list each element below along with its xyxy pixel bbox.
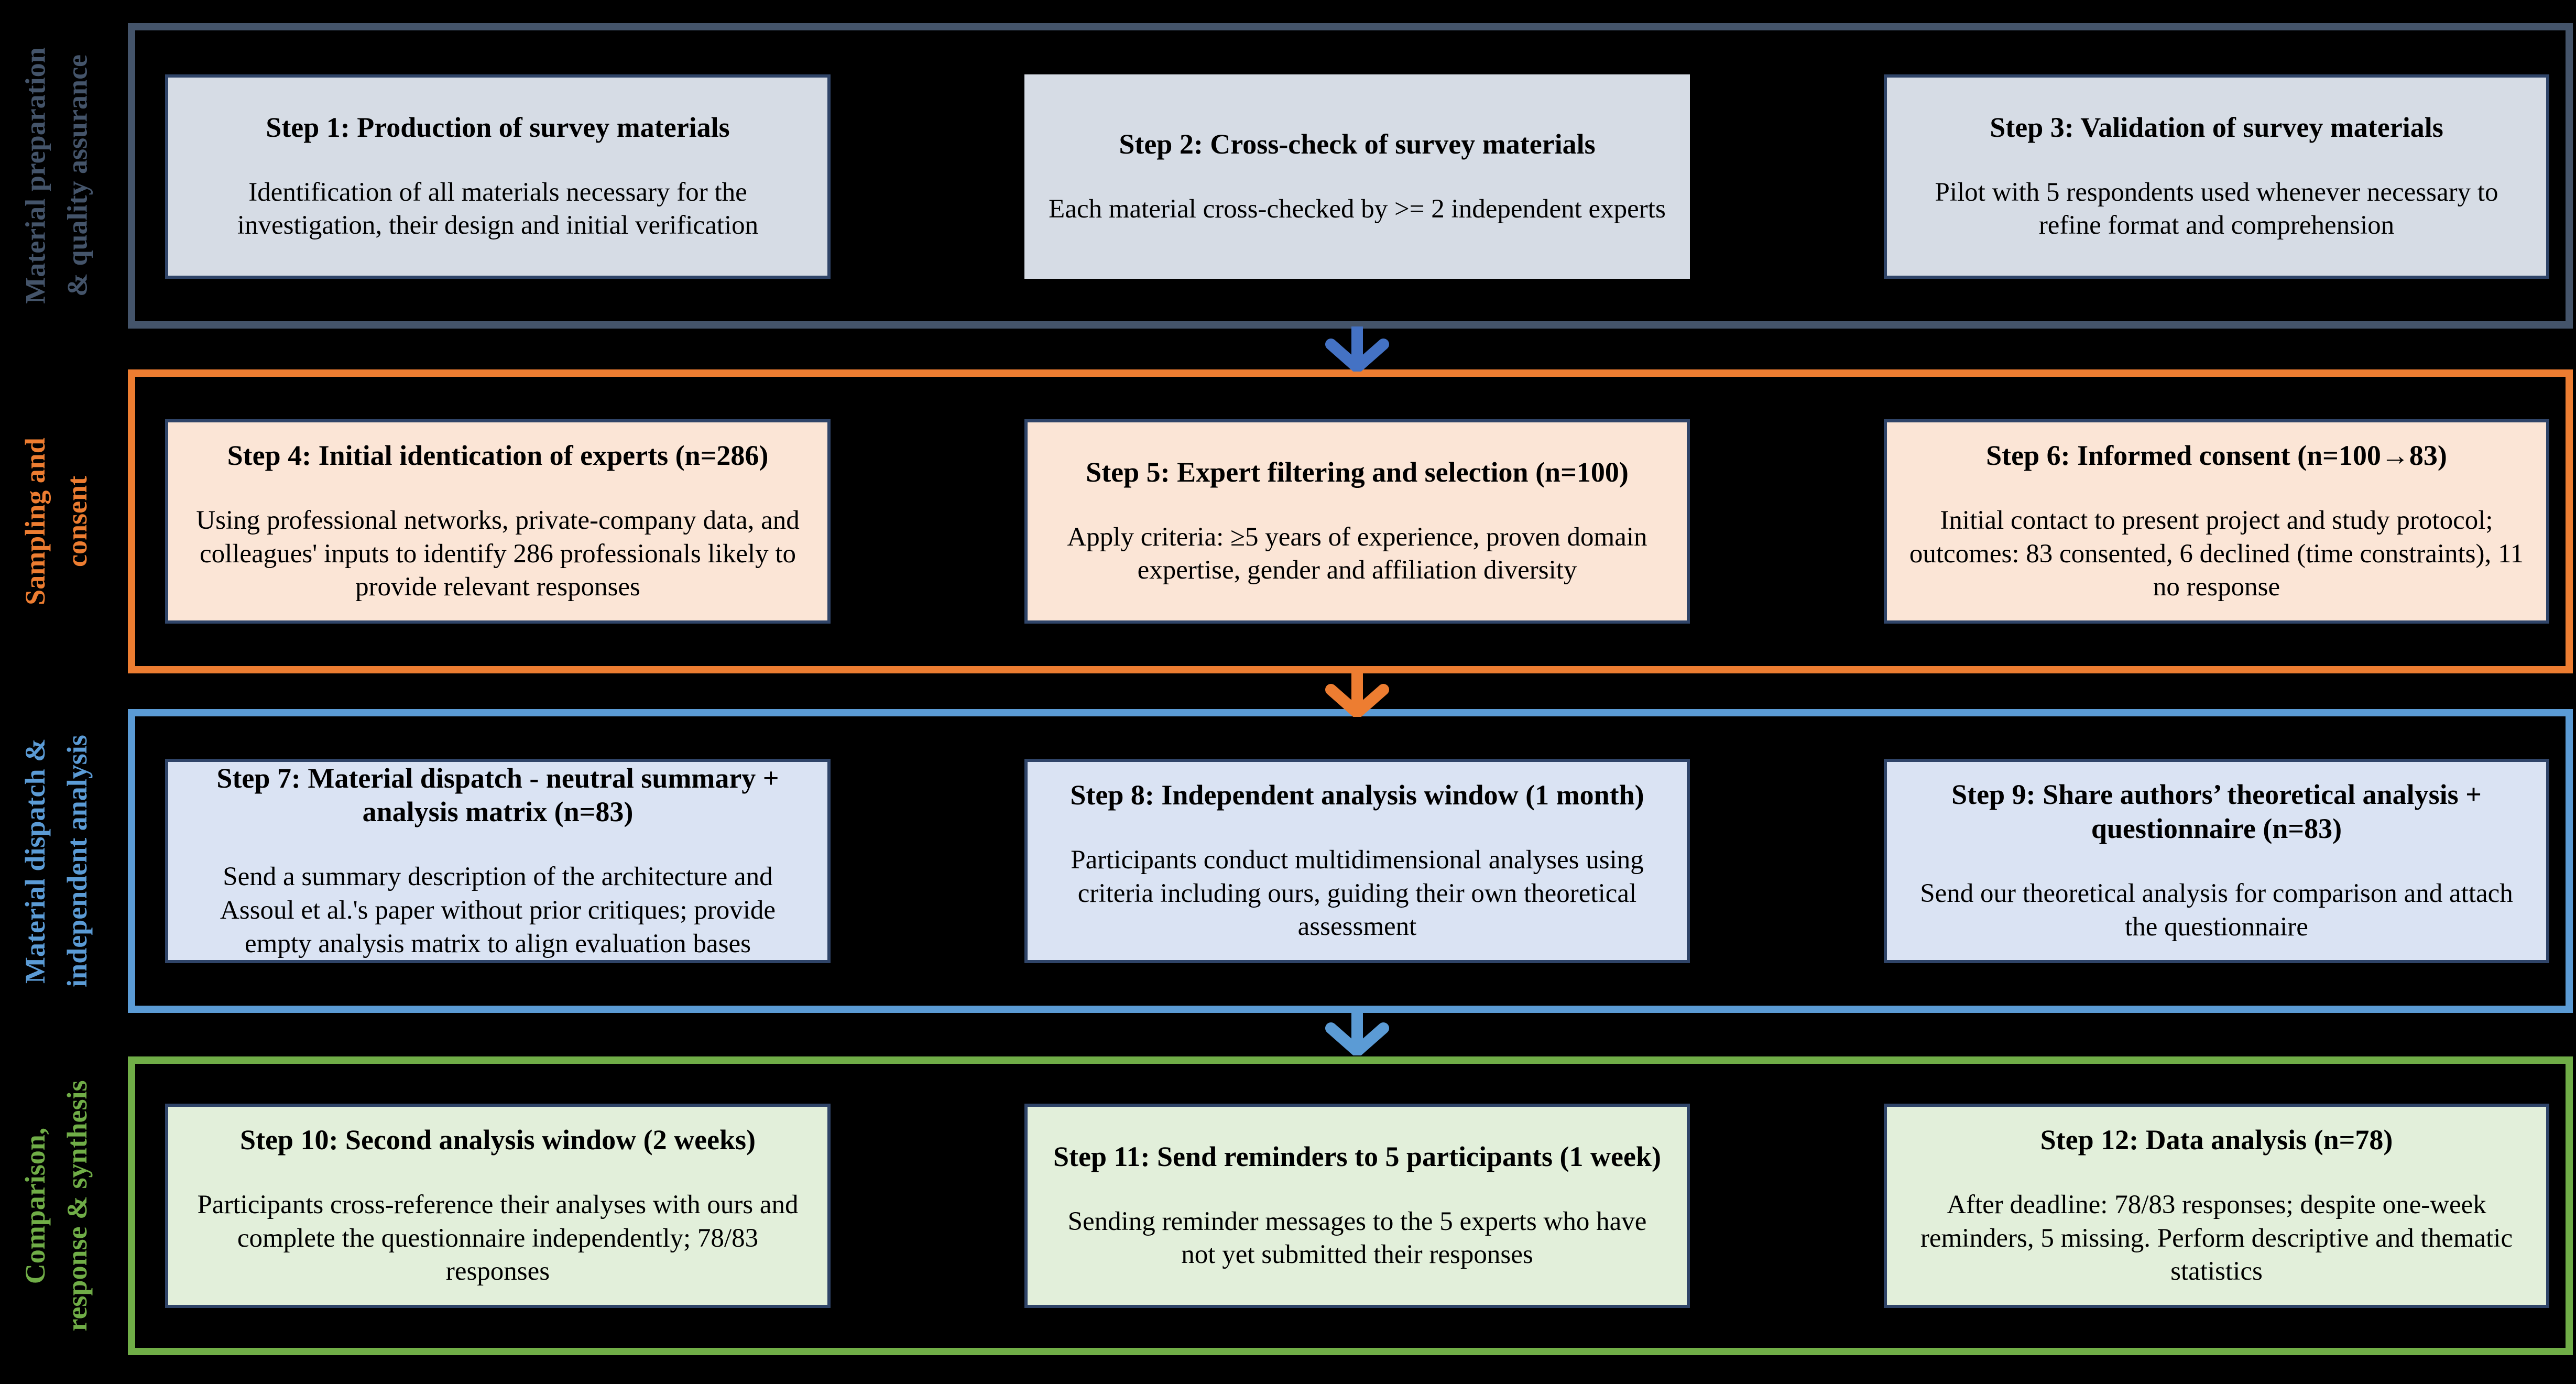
phase-3-label-line2: independent analysis [61,735,93,987]
phase-4-label-line2: response & synthesis [61,1080,93,1332]
step-5-box: Step 5: Expert filtering and selection (… [1024,419,1690,624]
phase-4-border [128,1056,2573,1355]
step-3-box: Step 3: Validation of survey materials P… [1884,74,2549,279]
step-9-body: Send our theoretical analysis for compar… [1920,879,2513,942]
down-arrow-icon [1325,1010,1389,1055]
step-1-body: Identification of all materials necessar… [237,177,759,241]
phase-3-label-line1: Material dispatch & [19,738,51,984]
step-10-title: Step 10: Second analysis window (2 weeks… [239,1124,756,1156]
phase-2-label: Sampling and consent [14,369,98,673]
step-8-body: Participants conduct multidimensional an… [1071,845,1644,942]
step-10-box: Step 10: Second analysis window (2 weeks… [165,1104,831,1308]
step-10-body: Participants cross-reference their analy… [197,1190,799,1287]
phase-1-label-line2: & quality assurance [61,54,93,297]
step-2-body: Each material cross-checked by >= 2 inde… [1049,194,1666,224]
down-arrow-icon [1325,672,1389,717]
step-8-title: Step 8: Independent analysis window (1 m… [1070,779,1644,811]
phase-3-label: Material dispatch & independent analysis [14,709,98,1013]
phase-2-label-line1: Sampling and [19,438,51,605]
phase-4-label: Comparison, response & synthesis [14,1056,98,1355]
step-12-body: After deadline: 78/83 responses; despite… [1920,1190,2513,1287]
step-7-box: Step 7: Material dispatch - neutral summ… [165,759,831,963]
step-6-box: Step 6: Informed consent (n=100→83) Init… [1884,419,2549,624]
step-2-box: Step 2: Cross-check of survey materials … [1024,74,1690,279]
step-12-title: Step 12: Data analysis (n=78) [2040,1124,2393,1156]
step-11-title: Step 11: Send reminders to 5 participant… [1053,1140,1661,1172]
step-6-body: Initial contact to present project and s… [1909,505,2524,602]
phase-2-border [128,369,2573,673]
step-3-title: Step 3: Validation of survey materials [1990,111,2443,143]
step-7-body: Send a summary description of the archit… [220,862,776,958]
step-2-title: Step 2: Cross-check of survey materials [1119,128,1596,160]
step-11-body: Sending reminder messages to the 5 exper… [1067,1206,1647,1270]
step-7-title: Step 7: Material dispatch - neutral summ… [216,762,779,828]
step-1-box: Step 1: Production of survey materials I… [165,74,831,279]
step-9-title: Step 9: Share authors’ theoretical analy… [1951,779,2482,845]
step-5-title: Step 5: Expert filtering and selection (… [1086,456,1629,488]
step-5-body: Apply criteria: ≥5 years of experience, … [1067,522,1647,585]
phase-2-label-line2: consent [61,476,93,567]
step-12-box: Step 12: Data analysis (n=78) After dead… [1884,1104,2549,1308]
step-4-box: Step 4: Initial identication of experts … [165,419,831,624]
phase-4-label-line1: Comparison, [19,1127,51,1284]
step-4-title: Step 4: Initial identication of experts … [227,439,769,471]
phase-1-label: Material preparation & quality assurance [15,23,99,329]
phase-1-border [128,23,2573,329]
down-arrow-icon [1325,326,1389,372]
step-9-box: Step 9: Share authors’ theoretical analy… [1884,759,2549,963]
step-1-title: Step 1: Production of survey materials [266,111,730,143]
phase-1-label-line1: Material preparation [19,47,51,304]
step-3-body: Pilot with 5 respondents used whenever n… [1935,177,2498,241]
step-11-box: Step 11: Send reminders to 5 participant… [1024,1104,1690,1308]
step-4-body: Using professional networks, private-com… [196,505,800,602]
step-8-box: Step 8: Independent analysis window (1 m… [1024,759,1690,963]
step-6-title: Step 6: Informed consent (n=100→83) [1986,439,2447,471]
